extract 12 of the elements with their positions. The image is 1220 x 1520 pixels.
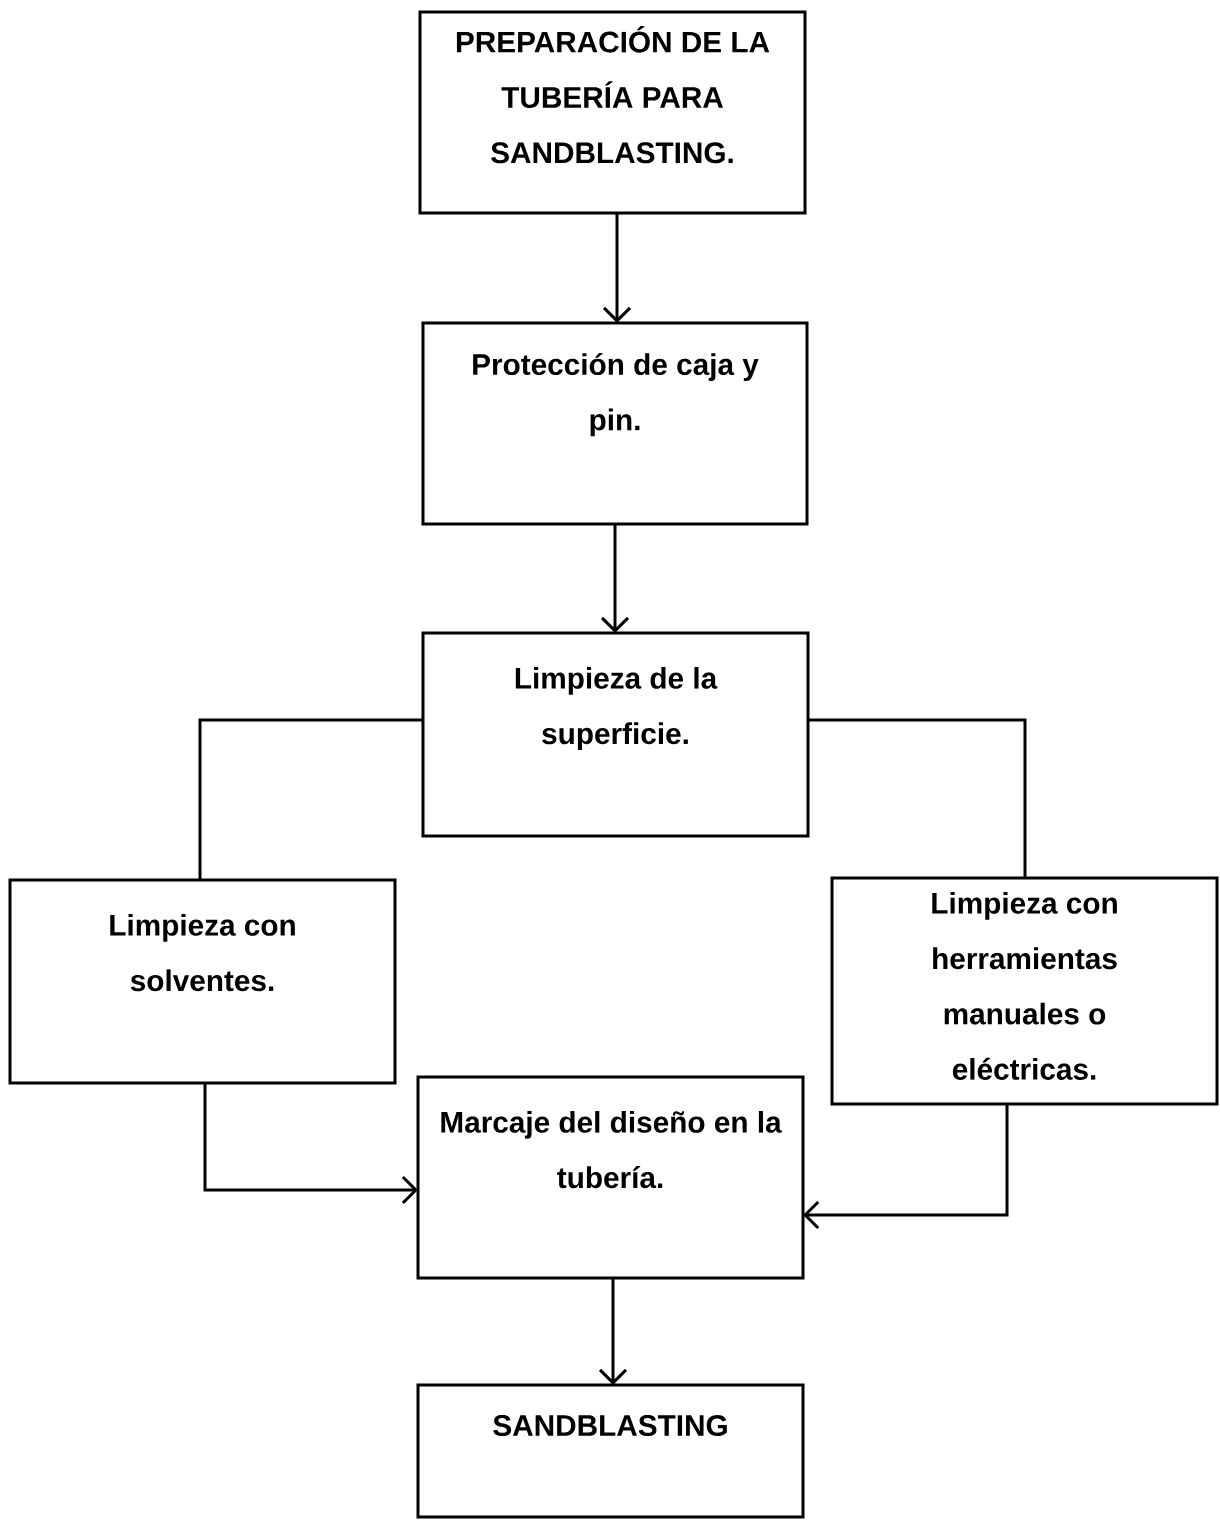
arrow xyxy=(203,1083,418,1205)
process-box: Marcaje del diseño en la tubería. xyxy=(416,1075,805,1280)
process-box: SANDBLASTING xyxy=(416,1383,805,1519)
arrow xyxy=(803,1104,1009,1230)
process-box: PREPARACIÓN DE LA TUBERÍA PARA SANDBLASTING. xyxy=(418,10,807,215)
process-box: Limpieza de la superficie. xyxy=(421,631,810,838)
arrow xyxy=(602,213,632,323)
arrow xyxy=(600,524,630,633)
process-box: Limpieza con solventes. xyxy=(8,878,397,1085)
process-box: Protección de caja y pin. xyxy=(421,321,809,526)
arrow xyxy=(598,1278,628,1386)
process-box: Limpieza con herramientas manuales o eléctricas. xyxy=(830,876,1219,1106)
